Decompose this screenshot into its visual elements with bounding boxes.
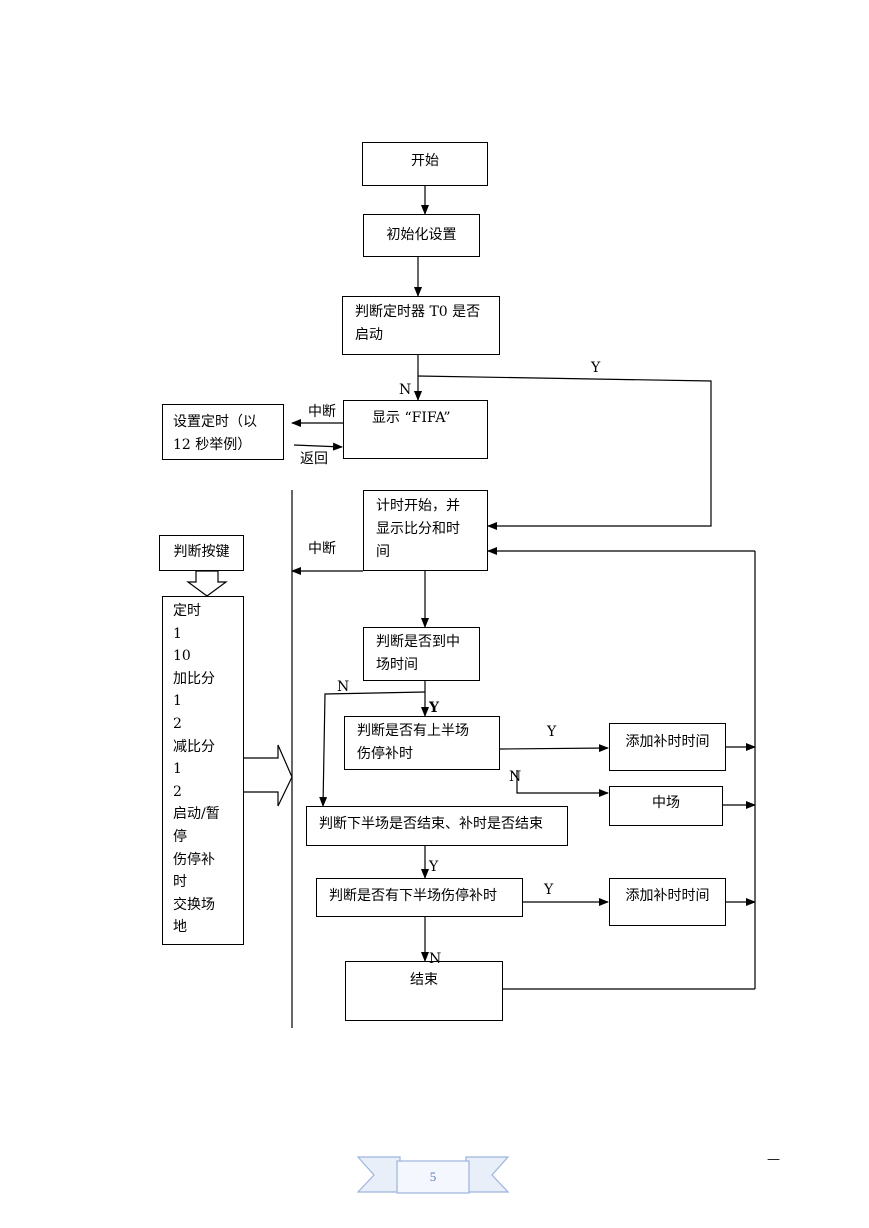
- check-second-injury-text: 判断是否有下半场伤停补时: [329, 888, 497, 904]
- ribbon-right: [465, 1156, 510, 1193]
- timing-start-line-1: 计时开始，并: [376, 498, 460, 514]
- arrow-y-to-timing: [417, 375, 712, 530]
- add-injury-2-box: 添加补时时间: [609, 878, 726, 926]
- start-text: 开始: [411, 153, 439, 169]
- add-injury-2-text: 添加补时时间: [625, 888, 710, 904]
- timing-start-box: 计时开始，并 显示比分和时 间: [363, 490, 488, 571]
- check-second-end-text: 判断下半场是否结束、补时是否结束: [319, 816, 543, 832]
- label-n-halftime: N: [337, 679, 350, 695]
- add-injury-1-box: 添加补时时间: [609, 723, 726, 771]
- key-down-block-arrow: [186, 570, 228, 597]
- set-timer-line-2: 12 秒举例）: [173, 437, 252, 453]
- halftime-text: 中场: [652, 795, 680, 811]
- check-timer-line-1: 判断定时器 T0 是否: [355, 304, 481, 320]
- footer-corner-mark: —: [767, 1152, 780, 1167]
- arrow-n-first-injury: [516, 770, 609, 797]
- check-halftime-box: 判断是否到中 场时间: [363, 627, 480, 681]
- page-number: 5: [429, 1169, 437, 1184]
- set-timer-line-1: 设置定时（以: [173, 414, 257, 430]
- end-box: 结束: [345, 961, 503, 1021]
- ribbon-left: [356, 1156, 401, 1193]
- label-interrupt-1: 中断: [308, 404, 336, 420]
- check-halftime-line-2: 场时间: [376, 657, 418, 673]
- key-list-item: 地: [173, 919, 187, 936]
- key-list-item: 定时: [173, 603, 201, 619]
- key-list-item: 加比分: [173, 670, 215, 687]
- arrow-y-first-injury: [499, 744, 609, 753]
- key-list-item: 2: [173, 783, 182, 800]
- key-list-box: 定时 1 10 加比分 1 2 减比分 1 2 启动/暂 停 伤停补 时 交换场…: [162, 596, 244, 945]
- check-first-injury-box: 判断是否有上半场 伤停补时: [344, 716, 500, 770]
- key-list-item: 1: [173, 761, 182, 778]
- page-number-ribbon: [356, 1156, 510, 1194]
- label-y-halftime: Y: [429, 700, 439, 716]
- label-y-second-end: Y: [429, 859, 439, 875]
- key-list-item: 10: [173, 648, 191, 665]
- check-second-end-box: 判断下半场是否结束、补时是否结束: [306, 806, 568, 846]
- label-interrupt-2: 中断: [308, 541, 336, 557]
- key-list-item: 停: [173, 828, 187, 845]
- check-first-injury-line-2: 伤停补时: [357, 746, 413, 762]
- check-first-injury-line-1: 判断是否有上半场: [357, 723, 469, 739]
- check-timer-box: 判断定时器 T0 是否 启动: [342, 296, 500, 355]
- label-n-timer: N: [399, 382, 412, 398]
- start-box: 开始: [362, 142, 488, 186]
- key-list-item: 交换场: [173, 896, 215, 913]
- key-list-item: 2: [173, 715, 182, 732]
- arrow-return: [293, 442, 343, 451]
- check-key-box: 判断按键: [159, 535, 244, 571]
- label-n-first-injury: N: [509, 769, 522, 785]
- check-timer-line-2: 启动: [355, 327, 383, 343]
- label-y-first-injury: Y: [547, 724, 557, 740]
- ribbon-center: [396, 1160, 470, 1194]
- init-box: 初始化设置: [363, 214, 480, 257]
- check-key-text: 判断按键: [173, 544, 230, 560]
- check-second-injury-box: 判断是否有下半场伤停补时: [316, 878, 523, 917]
- display-fifa-box: 显示 “FIFA”: [343, 400, 488, 459]
- arrow-n-halftime: [319, 691, 426, 807]
- key-list-item: 减比分: [173, 738, 215, 755]
- timing-start-line-3: 间: [376, 544, 390, 560]
- key-list-item: 1: [173, 693, 182, 710]
- label-y-timer: Y: [591, 360, 601, 376]
- set-timer-box: 设置定时（以 12 秒举例）: [162, 404, 284, 460]
- add-injury-1-text: 添加补时时间: [625, 734, 710, 750]
- key-list-item: 时: [173, 874, 187, 891]
- key-list-item: 1: [173, 625, 182, 642]
- label-y-second-injury: Y: [544, 882, 554, 898]
- halftime-box: 中场: [609, 786, 723, 826]
- key-right-block-arrow: [244, 744, 293, 807]
- key-list-item: 启动/暂: [173, 806, 220, 823]
- label-return: 返回: [300, 451, 328, 467]
- end-text: 结束: [410, 972, 438, 988]
- check-halftime-line-1: 判断是否到中: [376, 634, 460, 650]
- timing-start-line-2: 显示比分和时: [376, 521, 460, 537]
- key-list-item: 伤停补: [173, 851, 215, 868]
- display-fifa-text: 显示 “FIFA”: [372, 410, 451, 426]
- init-text: 初始化设置: [386, 227, 457, 243]
- label-n-second-injury: N: [429, 951, 442, 967]
